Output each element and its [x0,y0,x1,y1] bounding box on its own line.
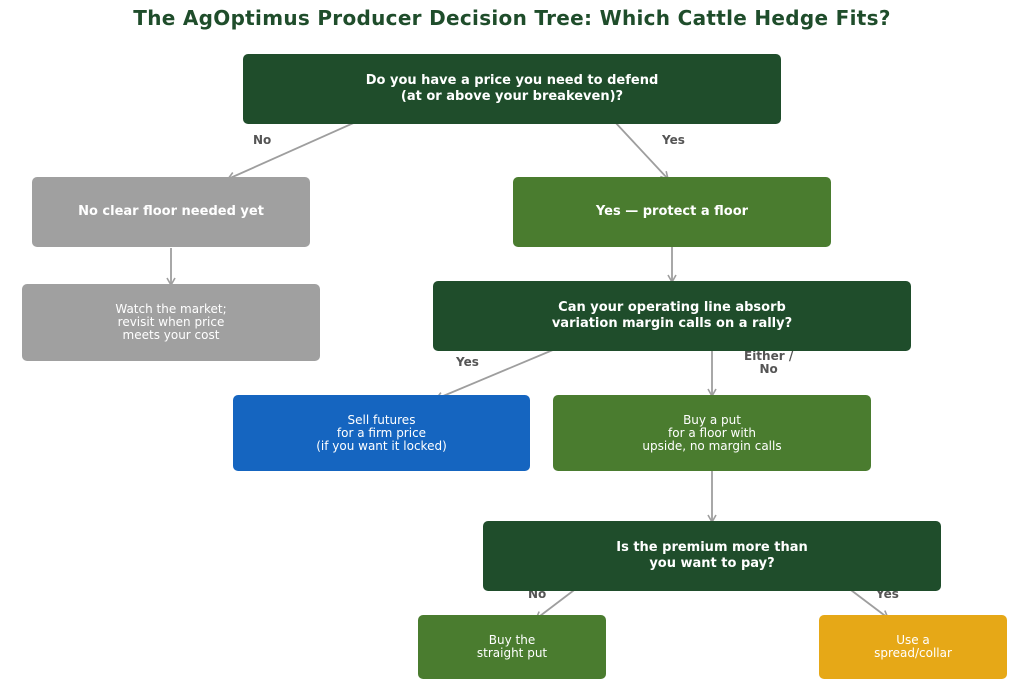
sell-futures-node: Sell futures for a firm price (if you wa… [233,395,530,471]
edge-label-q2-either: Either / No [742,349,796,376]
sell-futures-line-1: Sell futures [347,412,416,427]
edge-label-q2-either-line-1: Either / [744,349,794,363]
diagram-title: The AgOptimus Producer Decision Tree: Wh… [133,6,891,30]
protect-floor-node: Yes — protect a floor [513,177,831,247]
straight-put-node: Buy the straight put [418,615,606,679]
straight-put-line-1: Buy the [488,633,536,647]
watch-market-line-2: revisit when price [117,315,225,329]
watch-market-line-1: Watch the market; [115,302,227,316]
spread-collar-node: Use a spread/collar [819,615,1007,679]
spread-collar-line-2: spread/collar [874,646,952,660]
protect-floor-label: Yes — protect a floor [595,204,749,219]
edge-label-q1-no: No [253,133,272,147]
buy-put-line-2: for a floor with [668,425,756,440]
no-clear-floor-node: No clear floor needed yet [32,177,310,247]
question-margin-calls-line-2: variation margin calls on a rally? [551,316,793,331]
edge-label-q1-yes: Yes [662,133,685,147]
question-margin-calls-line-1: Can your operating line absorb [558,300,786,315]
buy-put-line-3: upside, no margin calls [642,438,782,453]
edge-q2-yes [434,346,561,401]
question-margin-calls: Can your operating line absorb variation… [433,281,911,351]
question-premium: Is the premium more than you want to pay… [483,521,941,591]
edge-label-q2-yes: Yes [456,355,479,369]
no-clear-floor-label: No clear floor needed yet [78,204,264,219]
question-price-defend-line-2: (at or above your breakeven)? [400,89,624,104]
watch-market-node: Watch the market; revisit when price mee… [22,284,320,361]
question-price-defend-line-1: Do you have a price you need to defend [365,73,659,88]
question-premium-line-2: you want to pay? [649,556,775,571]
question-premium-line-1: Is the premium more than [616,540,808,555]
buy-put-line-1: Buy a put [683,412,741,427]
edge-label-q2-either-line-2: No [759,362,778,376]
sell-futures-line-3: (if you want it locked) [316,438,447,453]
edge-q1-no [226,120,359,181]
watch-market-line-3: meets your cost [122,328,220,342]
question-price-defend: Do you have a price you need to defend (… [243,54,781,124]
edge-q1-yes [613,120,670,181]
sell-futures-line-2: for a firm price [336,425,427,440]
straight-put-line-2: straight put [476,646,548,660]
spread-collar-line-1: Use a [896,633,930,647]
buy-put-node: Buy a put for a floor with upside, no ma… [553,395,871,471]
